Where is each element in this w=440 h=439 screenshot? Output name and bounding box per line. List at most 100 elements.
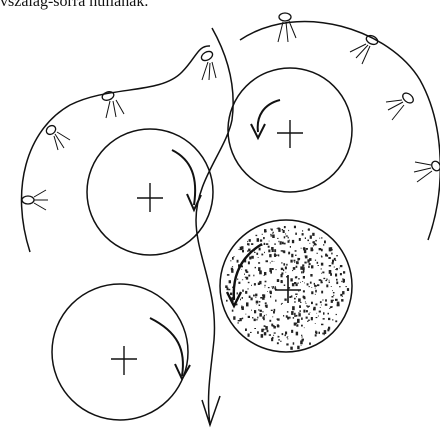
speckle-dot — [285, 267, 287, 270]
speckle-dot — [319, 332, 321, 334]
speckle-dot — [329, 280, 330, 281]
speckle-dot — [296, 276, 297, 277]
speckle-dot — [342, 278, 343, 280]
speckle-dot — [300, 302, 302, 303]
speckle-dot — [311, 302, 313, 304]
speckle-dot — [303, 276, 305, 279]
speckle-dot — [249, 296, 251, 298]
speckle-dot — [237, 260, 239, 263]
speckle-dot — [316, 317, 318, 318]
speckle-dot — [264, 272, 266, 275]
speckle-dot — [248, 282, 250, 283]
speckle-dot — [251, 256, 254, 259]
speckle-dot — [272, 233, 273, 234]
speckle-dot — [250, 332, 252, 333]
speckle-dot — [303, 296, 305, 298]
speckle-dot — [280, 242, 282, 245]
speckle-dot — [292, 270, 293, 271]
speckle-dot — [227, 274, 230, 276]
speckle-dot — [225, 285, 227, 288]
speckle-dot — [321, 249, 323, 252]
speckle-dot — [321, 305, 322, 306]
speckle-dot — [276, 255, 278, 256]
speckle-dot — [284, 226, 286, 228]
speckle-dot — [307, 259, 309, 262]
speckle-dot — [272, 288, 273, 290]
speckle-dot — [329, 282, 330, 284]
speckle-dot — [340, 273, 342, 275]
speckle-dot — [274, 288, 276, 290]
speckle-dot — [289, 317, 291, 319]
speckle-dot — [245, 277, 247, 278]
speckle-dot — [335, 299, 338, 301]
speckle-dot — [308, 228, 310, 230]
speckle-dot — [255, 294, 257, 297]
speckle-dot — [240, 247, 242, 250]
speckle-dot — [295, 250, 297, 252]
speckle-dot — [269, 320, 271, 322]
speckle-dot — [296, 261, 299, 264]
speckle-dot — [330, 306, 332, 308]
speckle-dot — [333, 295, 334, 296]
speckle-dot — [315, 294, 316, 295]
nozzle-icon — [350, 34, 379, 64]
speckle-dot — [270, 229, 271, 230]
crosshair-icon — [277, 120, 303, 148]
speckle-dot — [292, 240, 294, 243]
speckle-dot — [302, 230, 303, 231]
speckle-dot — [310, 235, 312, 238]
speckle-dot — [232, 310, 234, 312]
speckle-dot — [332, 262, 334, 264]
nozzle-icon — [22, 190, 48, 210]
speckle-dot — [264, 243, 266, 245]
speckle-dot — [331, 286, 332, 287]
speckle-dot — [297, 346, 299, 350]
speckle-dot — [287, 339, 288, 340]
speckle-dot — [297, 319, 300, 323]
speckle-dot — [334, 258, 336, 261]
speckle-dot — [238, 282, 240, 284]
speckle-dot — [299, 238, 301, 241]
speckle-dot — [242, 250, 244, 253]
speckle-dot — [260, 239, 262, 241]
speckle-dot — [260, 310, 262, 312]
speckle-dot — [336, 268, 338, 270]
speckle-dot — [242, 279, 243, 280]
speckle-dot — [335, 320, 337, 322]
speckle-dot — [270, 235, 272, 236]
speckle-dot — [347, 288, 349, 291]
speckle-dot — [274, 261, 275, 262]
speckle-dot — [248, 288, 249, 289]
speckle-dot — [290, 278, 292, 281]
speckle-dot — [324, 241, 326, 244]
speckle-dot — [309, 286, 311, 287]
speckle-dot — [270, 234, 271, 235]
speckle-dot — [271, 338, 273, 341]
speckle-dot — [245, 291, 247, 294]
left-housing-arc — [21, 46, 210, 252]
speckle-dot — [272, 235, 275, 239]
speckle-dot — [259, 281, 261, 284]
speckle-dot — [299, 258, 300, 259]
speckle-dot — [296, 315, 298, 317]
speckle-dot — [273, 311, 275, 313]
speckle-dot — [263, 329, 265, 330]
speckle-dot — [281, 268, 283, 270]
speckle-dot — [278, 339, 279, 341]
speckle-dot — [310, 312, 311, 313]
speckle-dot — [233, 256, 234, 257]
speckle-dot — [264, 287, 265, 288]
speckle-dot — [256, 301, 259, 304]
speckle-dot — [304, 283, 305, 284]
speckle-dot — [335, 269, 336, 270]
speckle-dot — [332, 290, 333, 291]
speckle-dot — [266, 314, 267, 315]
speckle-dot — [329, 308, 330, 309]
speckle-dot — [277, 325, 279, 328]
speckle-dot — [322, 272, 324, 274]
speckle-dot — [329, 265, 331, 267]
speckle-dot — [315, 332, 317, 333]
speckle-dot — [240, 299, 241, 301]
speckle-dot — [313, 245, 314, 246]
speckle-dot — [296, 324, 298, 326]
